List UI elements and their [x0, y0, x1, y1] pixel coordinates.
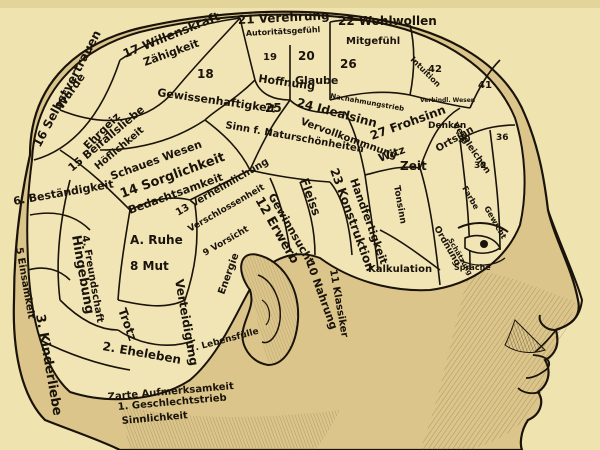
- region-label-rA: A. Ruhe: [130, 233, 183, 247]
- region-label-r26: 26: [340, 57, 357, 71]
- region-label-r32: 32: [474, 161, 487, 171]
- top-edge-shade: [0, 0, 600, 8]
- region-label-r36: 36: [496, 133, 509, 143]
- region-label-r20: 20: [298, 49, 315, 63]
- mustache: [504, 319, 546, 353]
- region-label-r21b: Autoritätsgefühl: [246, 25, 321, 38]
- region-label-r25: 25: [265, 101, 282, 115]
- eye: [457, 222, 509, 266]
- face-shading: [420, 270, 575, 450]
- region-label-r20b: Glaube: [295, 74, 338, 87]
- region-label-r41: 41: [478, 80, 492, 91]
- nose: [538, 209, 584, 332]
- neck-shading: [120, 405, 340, 450]
- region-label-r30: 30: [458, 135, 471, 145]
- region-label-r40b: Verbindl. Wesen: [420, 97, 475, 104]
- region-label-r35: Sprache: [454, 263, 491, 272]
- region-label-r19: 19: [263, 52, 277, 63]
- region-label-r40: Denken: [428, 121, 466, 131]
- region-label-r22: 22 Wohlwollen: [338, 14, 437, 28]
- region-dividers: [27, 17, 516, 371]
- region-label-r28: Kalkulation: [368, 264, 432, 275]
- ear: [240, 253, 300, 367]
- region-label-r18: 18: [197, 67, 214, 81]
- region-label-r33: Zeit: [400, 159, 427, 173]
- region-label-r8: 8 Mut: [130, 259, 169, 273]
- region-label-r21: 21 Verehrung: [237, 8, 329, 27]
- region-label-r42: 42: [428, 64, 442, 75]
- region-label-r22b: Mitgefühl: [346, 36, 400, 47]
